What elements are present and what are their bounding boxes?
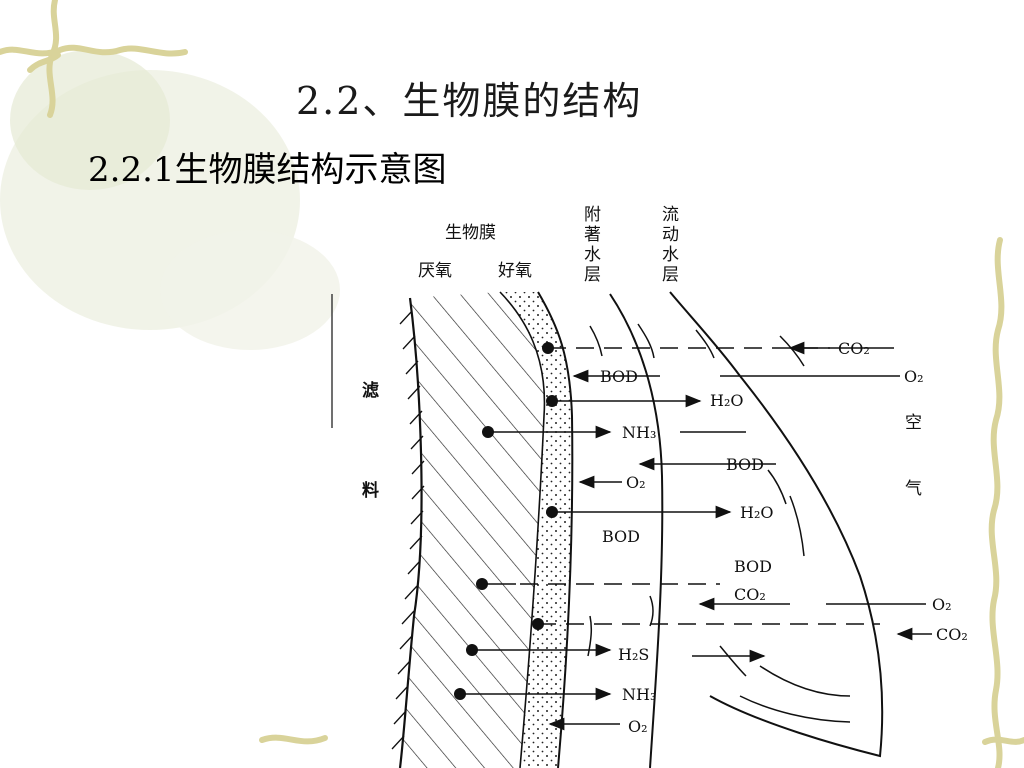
- bacteria-cells: [454, 342, 558, 700]
- svg-text:动: 动: [662, 225, 679, 245]
- label-o2-mid: O₂: [626, 473, 646, 492]
- svg-text:水: 水: [662, 245, 679, 265]
- label-flowing-water-layer: 流 动 水 层: [662, 205, 679, 285]
- svg-text:水: 水: [584, 245, 601, 265]
- label-aerobic: 好氧: [498, 261, 532, 281]
- vine-top-left: [0, 0, 188, 118]
- svg-text:流: 流: [662, 205, 679, 225]
- label-o2-bottom: O₂: [628, 717, 648, 736]
- svg-text:料: 料: [362, 480, 379, 501]
- svg-text:层: 层: [662, 265, 679, 285]
- label-attached-water-layer: 附 著 水 层: [584, 205, 601, 285]
- label-h2o-2: H₂O: [740, 503, 773, 522]
- biofilm-structure-diagram: 生物膜 厌氧 好氧 附 著 水 层 流 动 水 层 滤 料 空 气: [331, 205, 968, 768]
- biofilm-surface-line: [537, 291, 574, 768]
- label-o2-right: O₂: [932, 595, 952, 614]
- svg-text:著: 著: [584, 225, 601, 245]
- svg-text:附: 附: [584, 205, 601, 225]
- species-labels: CO₂ O₂ BOD H₂O NH₃ BOD O₂ H₂O BOD BOD CO…: [600, 339, 968, 736]
- label-bod-4: BOD: [734, 557, 772, 576]
- label-filter-material: 滤 料: [362, 380, 379, 501]
- label-bod-1: BOD: [600, 367, 638, 386]
- svg-text:气: 气: [905, 479, 922, 499]
- flowing-water-boundary: [669, 291, 884, 758]
- flux-lines: [460, 341, 932, 731]
- svg-text:滤: 滤: [362, 380, 379, 401]
- anaerobic-layer: [400, 292, 545, 768]
- label-co2-mid: CO₂: [734, 585, 766, 604]
- label-co2-top: CO₂: [838, 339, 870, 358]
- vine-bottom: [259, 734, 1024, 745]
- attached-water-boundary: [609, 293, 664, 768]
- label-h2o-1: H₂O: [710, 391, 743, 410]
- label-bod-3: BOD: [602, 527, 640, 546]
- anaerobic-aerobic-boundary: [499, 291, 546, 768]
- label-air: 空 气: [905, 413, 922, 499]
- slide-title: 2.2、生物膜的结构: [296, 79, 643, 123]
- label-h2s: H₂S: [618, 645, 649, 664]
- label-nh3-1: NH₃: [622, 423, 656, 442]
- filter-surface-line: [398, 297, 423, 768]
- slide-subtitle: 2.2.1生物膜结构示意图: [88, 150, 447, 190]
- svg-text:层: 层: [584, 265, 601, 285]
- vine-right: [988, 237, 1005, 768]
- aerobic-layer: [500, 292, 573, 768]
- label-o2-top: O₂: [904, 367, 924, 386]
- filter-material-ticks: [391, 310, 425, 750]
- water-flow-strokes: [587, 323, 851, 723]
- svg-text:空: 空: [905, 413, 922, 433]
- label-anaerobic: 厌氧: [418, 261, 452, 281]
- label-co2-right: CO₂: [936, 625, 968, 644]
- label-biofilm: 生物膜: [445, 223, 496, 243]
- label-nh3-2: NH₃: [622, 685, 656, 704]
- label-bod-2: BOD: [726, 455, 764, 474]
